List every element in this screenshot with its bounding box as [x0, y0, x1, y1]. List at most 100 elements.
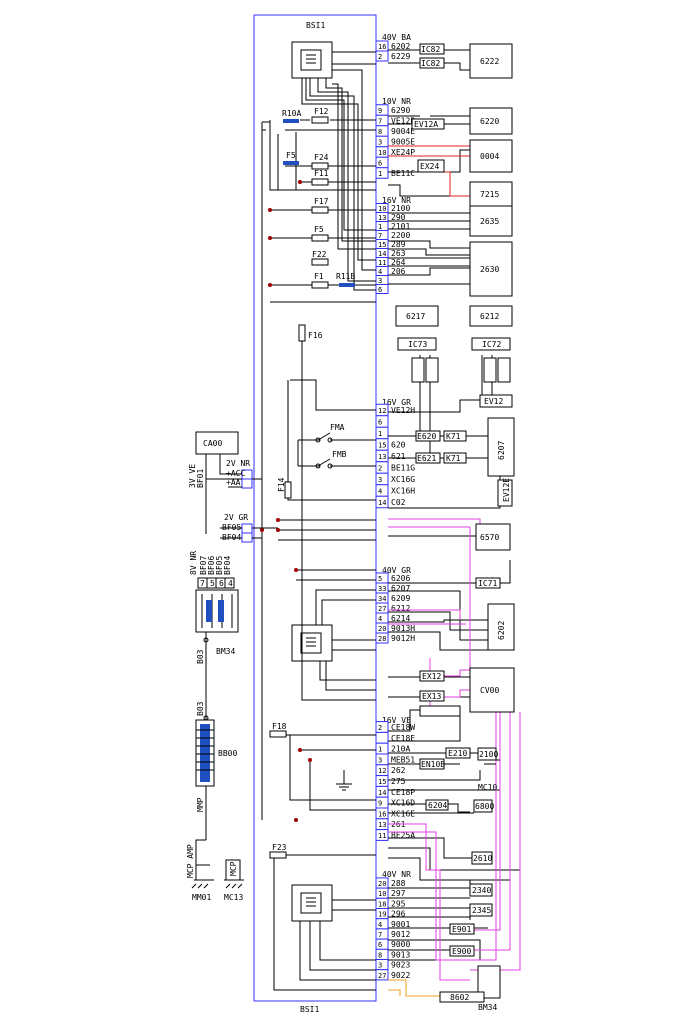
- left-label: 6: [219, 579, 224, 588]
- pin-number: 19: [378, 911, 386, 919]
- pin-number: 1: [378, 170, 382, 178]
- wire-code: BE25A: [391, 831, 415, 840]
- wire-code: 621: [391, 452, 406, 461]
- fuse-label: F18: [272, 722, 287, 731]
- pin-number: 13: [378, 453, 386, 461]
- inline-box-label: EN10B: [421, 760, 445, 769]
- component-label: MM01: [192, 893, 211, 902]
- inline-box-label: K71: [446, 454, 461, 463]
- pin-number: 4: [378, 268, 382, 276]
- wire-code: XC16D: [391, 799, 415, 808]
- pin-number: 15: [378, 778, 386, 786]
- component-label: 2630: [480, 265, 499, 274]
- component-label: 6207: [497, 441, 506, 460]
- left-label: MCP AMP: [186, 844, 195, 878]
- component-label: 2345: [472, 906, 491, 915]
- left-label: B03: [196, 701, 205, 716]
- left-label: 8V NR: [189, 551, 198, 575]
- fuse-label: F5: [286, 151, 296, 160]
- pin-number: 9: [378, 800, 382, 808]
- connector-label: 16V VE: [382, 716, 411, 725]
- component-label: CV00: [480, 686, 499, 695]
- wire-code: BE11C: [391, 169, 415, 178]
- wire-code: CE18W: [391, 723, 415, 732]
- pin-number: 27: [378, 605, 386, 613]
- component-label: 6212: [480, 312, 499, 321]
- wire-code: 262: [391, 766, 406, 775]
- wire-code: 297: [391, 889, 406, 898]
- left-label: 2V GR: [224, 513, 248, 522]
- wire-code: 9022: [391, 971, 410, 980]
- fuse-label: R10A: [282, 109, 301, 118]
- wire-code: 290: [391, 213, 406, 222]
- bsi-top-label: BSI1: [306, 21, 325, 30]
- fuse-label: F1: [314, 272, 324, 281]
- wire-code: VE12P: [391, 117, 415, 126]
- wire-code: 9012: [391, 930, 410, 939]
- pin-number: 15: [378, 241, 386, 249]
- component-label: 6800: [475, 802, 494, 811]
- component-label: MC13: [224, 893, 243, 902]
- component-label: 6204: [428, 801, 447, 810]
- fuse-symbols: [269, 116, 355, 859]
- pin-number: 18: [378, 900, 386, 908]
- fuse-label: F17: [314, 197, 329, 206]
- pin-number: 4: [378, 921, 382, 929]
- left-label: 7: [200, 579, 205, 588]
- left-label: 5: [210, 579, 215, 588]
- left-label: BF04: [222, 533, 241, 542]
- wire-code: 9023: [391, 961, 410, 970]
- component-label: 2635: [480, 217, 499, 226]
- component-boxes: [395, 43, 515, 1003]
- connector-label: 40V GR: [382, 566, 411, 575]
- wire-code: CE18E: [391, 734, 415, 743]
- pin-number: 3: [378, 476, 382, 484]
- component-label: 8602: [450, 993, 469, 1002]
- wire-code: 2100: [391, 204, 410, 213]
- pin-number: 14: [378, 250, 386, 258]
- wire-code: 9001: [391, 920, 410, 929]
- pin-number: 11: [378, 259, 386, 267]
- pin-number: 2: [378, 724, 382, 732]
- pin-number: 6: [378, 286, 382, 294]
- relay-label: FMA: [330, 423, 345, 432]
- wire-code: 9000: [391, 940, 410, 949]
- component-label: 2340: [472, 886, 491, 895]
- component-label: MC10: [478, 783, 497, 792]
- component-label: E210: [448, 749, 467, 758]
- left-label: BF07: [199, 556, 208, 575]
- left-label: B03: [196, 649, 205, 664]
- wire-code: 264: [391, 258, 406, 267]
- fuse-label: R11B: [336, 272, 355, 281]
- pin-number: 7: [378, 118, 382, 126]
- wire-code: XE24P: [391, 148, 415, 157]
- inline-box-label: EV12E: [502, 478, 511, 502]
- inline-box-label: K71: [446, 432, 461, 441]
- fuse-label: F14: [277, 477, 286, 492]
- chip-icon: [291, 41, 333, 79]
- wire-code: 6290: [391, 106, 410, 115]
- pin-number: 14: [378, 499, 386, 507]
- left-label: MMP: [196, 797, 205, 812]
- fuse-label: F16: [308, 331, 323, 340]
- wire-code: 6214: [391, 614, 410, 623]
- component-label: 6570: [480, 533, 499, 542]
- wire-code: 6212: [391, 604, 410, 613]
- component-label: 7215: [480, 190, 499, 199]
- pin-number: 6: [378, 160, 382, 168]
- fuse-label: F12: [314, 107, 329, 116]
- component-label: BB00: [218, 749, 237, 758]
- wire-code: 6229: [391, 52, 410, 61]
- component-label: 0004: [480, 152, 499, 161]
- pin-number: 34: [378, 595, 386, 603]
- pin-number: 14: [378, 789, 386, 797]
- fuse-label: F22: [312, 250, 327, 259]
- junction-dots: [260, 180, 312, 857]
- pin-number: 28: [378, 635, 386, 643]
- wire-code: 6206: [391, 574, 410, 583]
- component-label: 6222: [480, 57, 499, 66]
- left-label: MCP: [229, 861, 238, 876]
- pin-number: 6: [378, 941, 382, 949]
